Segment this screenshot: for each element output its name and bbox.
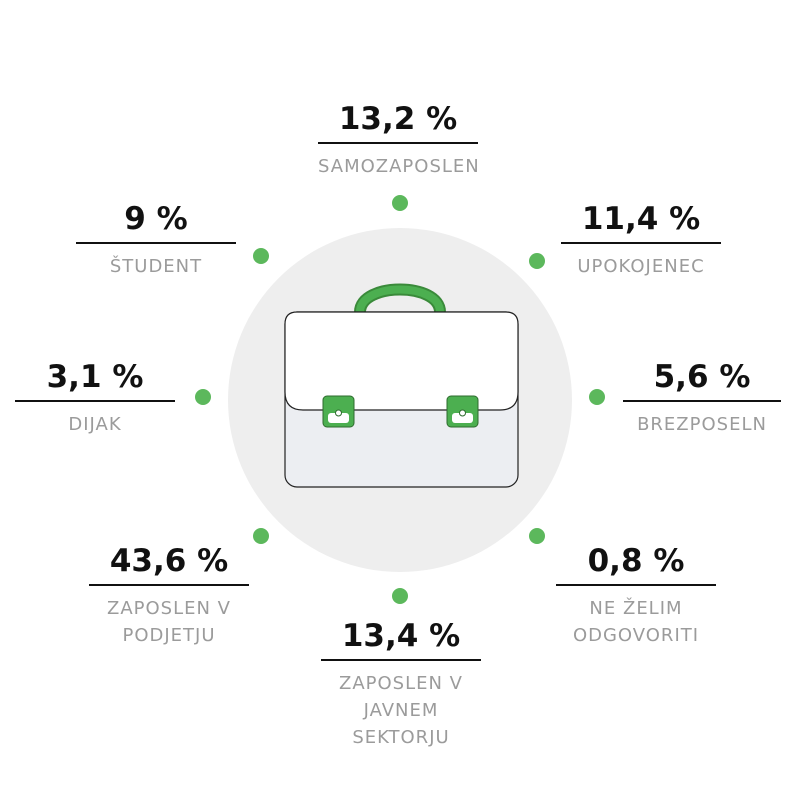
category-value: 11,4 %	[581, 201, 701, 237]
category-label: DIJAK	[68, 414, 122, 435]
category-block: 5,6 % BREZPOSELN	[623, 358, 781, 438]
category-dot	[529, 528, 545, 544]
category-label: NE ŽELIM ODGOVORITI	[572, 598, 700, 646]
category-label: ŠTUDENT	[109, 256, 203, 277]
category-block: 11,4 % UPOKOJENEC	[561, 200, 721, 280]
category-block: 43,6 % ZAPOSLEN V PODJETJU	[89, 542, 249, 649]
category-value: 43,6 %	[109, 543, 229, 579]
category-dot	[392, 195, 408, 211]
left-clasp	[322, 395, 355, 428]
handle	[356, 285, 444, 316]
category-label: BREZPOSELN	[637, 414, 767, 435]
category-label: UPOKOJENEC	[577, 256, 705, 277]
category-value: 5,6 %	[653, 359, 751, 395]
briefcase-flap	[284, 311, 519, 411]
category-dot	[392, 588, 408, 604]
value-underline	[321, 659, 481, 661]
value-underline	[561, 242, 721, 244]
value-underline	[76, 242, 236, 244]
category-dot	[529, 253, 545, 269]
right-clasp	[446, 395, 479, 428]
category-label: ZAPOSLEN V PODJETJU	[107, 598, 231, 646]
value-underline	[623, 400, 781, 402]
category-block: 9 % ŠTUDENT	[76, 200, 236, 280]
category-value: 3,1 %	[46, 359, 144, 395]
category-block: 3,1 % DIJAK	[15, 358, 175, 438]
category-dot	[253, 528, 269, 544]
category-dot	[589, 389, 605, 405]
category-block: 13,4 % ZAPOSLEN V JAVNEM SEKTORJU	[321, 617, 481, 751]
category-value: 13,4 %	[341, 618, 461, 654]
category-value: 13,2 %	[338, 101, 458, 137]
category-value: 9 %	[124, 201, 188, 237]
value-underline	[89, 584, 249, 586]
value-underline	[556, 584, 716, 586]
value-underline	[318, 142, 478, 144]
category-dot	[195, 389, 211, 405]
category-label: ZAPOSLEN V JAVNEM SEKTORJU	[339, 673, 463, 748]
value-underline	[15, 400, 175, 402]
category-label: SAMOZAPOSLEN	[318, 156, 480, 177]
category-value: 0,8 %	[587, 543, 685, 579]
category-block: 13,2 % SAMOZAPOSLEN	[318, 100, 480, 180]
category-dot	[253, 248, 269, 264]
category-block: 0,8 % NE ŽELIM ODGOVORITI	[556, 542, 716, 649]
